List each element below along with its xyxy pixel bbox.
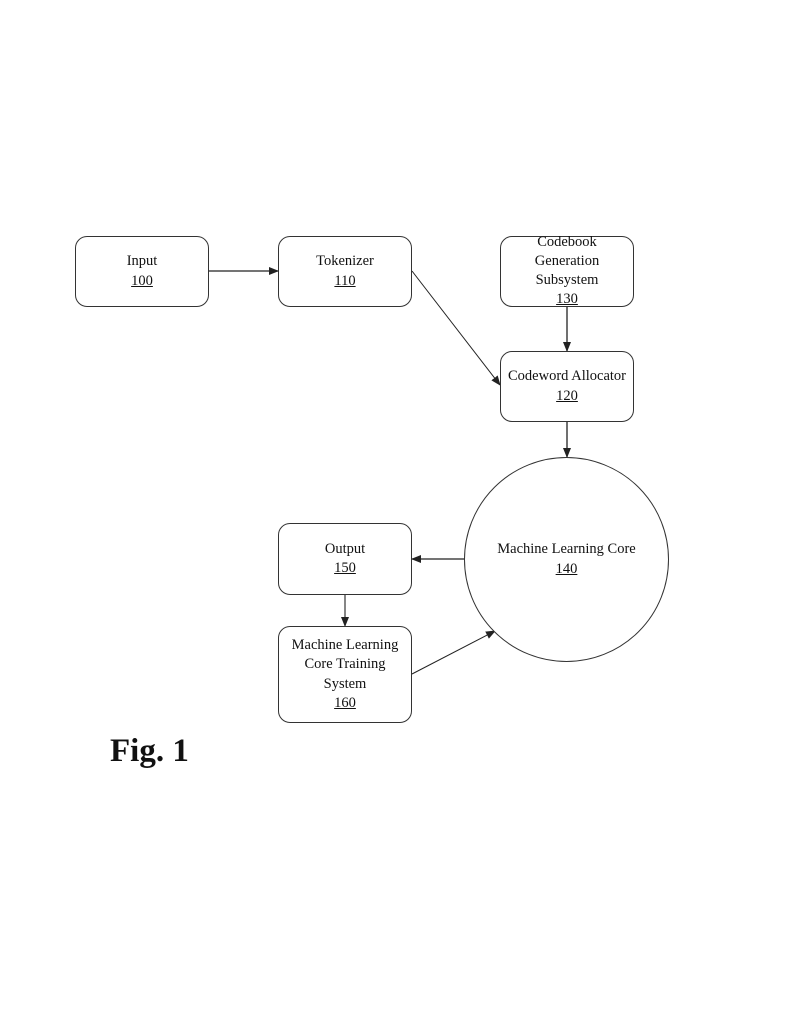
- node-ml-core-training-system: Machine Learning Core Training System 16…: [278, 626, 412, 723]
- node-ml-core-label: Machine Learning Core: [497, 541, 636, 557]
- node-training-label-line: Machine Learning: [291, 636, 399, 653]
- node-codebook-generation-subsystem: Codebook Generation Subsystem 130: [500, 234, 634, 307]
- node-training-label-line: Core Training: [304, 656, 386, 672]
- node-training-label-line: System: [323, 675, 367, 692]
- node-tokenizer-ref: 110: [334, 272, 356, 289]
- node-codebook-label-line: Subsystem: [535, 272, 599, 288]
- node-training-ref: 160: [334, 695, 356, 711]
- figure-label: Fig. 1: [110, 733, 189, 769]
- edge-tokenizer-to-allocator: [411, 270, 501, 386]
- edge-training-to-core: [411, 630, 496, 675]
- node-tokenizer-label: Tokenizer: [316, 253, 374, 269]
- node-output: Output 150: [278, 523, 412, 595]
- node-codebook-label-line: Generation: [534, 253, 600, 269]
- node-allocator-label: Codeword Allocator: [508, 368, 626, 384]
- node-machine-learning-core: Machine Learning Core 140: [464, 457, 669, 662]
- node-output-ref: 150: [334, 560, 356, 576]
- node-input-ref: 100: [131, 272, 153, 289]
- node-tokenizer: Tokenizer 110: [278, 236, 412, 307]
- node-codeword-allocator: Codeword Allocator 120: [500, 351, 634, 422]
- node-output-label: Output: [324, 540, 366, 557]
- node-allocator-ref: 120: [556, 387, 578, 404]
- node-codebook-label-line: Codebook: [537, 234, 597, 250]
- node-input: Input 100: [75, 236, 209, 307]
- node-ml-core-ref: 140: [555, 560, 578, 577]
- node-input-label: Input: [126, 253, 158, 269]
- node-codebook-ref: 130: [556, 291, 578, 307]
